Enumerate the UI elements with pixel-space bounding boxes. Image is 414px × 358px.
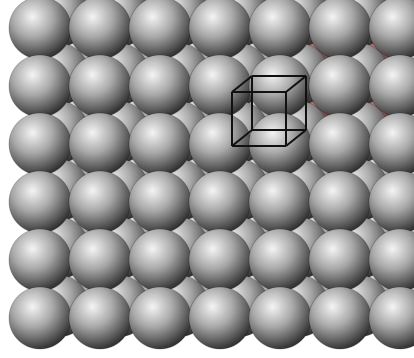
atom-sphere	[249, 113, 311, 175]
atom-sphere	[249, 229, 311, 291]
atom-sphere	[189, 55, 251, 117]
atom-sphere	[9, 55, 71, 117]
atom-sphere	[249, 171, 311, 233]
atom-sphere	[189, 0, 251, 59]
atom-sphere	[249, 55, 311, 117]
atom-sphere	[129, 55, 191, 117]
atom-sphere	[189, 287, 251, 349]
atom-sphere	[129, 171, 191, 233]
atom-sphere	[309, 113, 371, 175]
atom-sphere	[9, 171, 71, 233]
atom-sphere	[69, 287, 131, 349]
atom-sphere	[189, 171, 251, 233]
atom-sphere	[309, 0, 371, 59]
atom-sphere	[309, 171, 371, 233]
atom-sphere	[9, 287, 71, 349]
atom-sphere	[9, 113, 71, 175]
atom-sphere	[249, 287, 311, 349]
atom-sphere	[309, 229, 371, 291]
atom-sphere	[309, 55, 371, 117]
atom-sphere	[249, 0, 311, 59]
atom-sphere	[129, 113, 191, 175]
atom-sphere	[69, 229, 131, 291]
atom-sphere	[69, 171, 131, 233]
atom-sphere	[69, 0, 131, 59]
atom-sphere	[69, 113, 131, 175]
sphere-group	[9, 0, 414, 349]
atom-sphere	[129, 287, 191, 349]
atom-sphere	[69, 55, 131, 117]
atom-sphere	[309, 287, 371, 349]
atom-sphere	[129, 0, 191, 59]
atom-sphere	[189, 113, 251, 175]
atom-sphere	[189, 229, 251, 291]
atom-sphere	[129, 229, 191, 291]
atom-sphere	[9, 229, 71, 291]
atom-sphere	[9, 0, 71, 59]
